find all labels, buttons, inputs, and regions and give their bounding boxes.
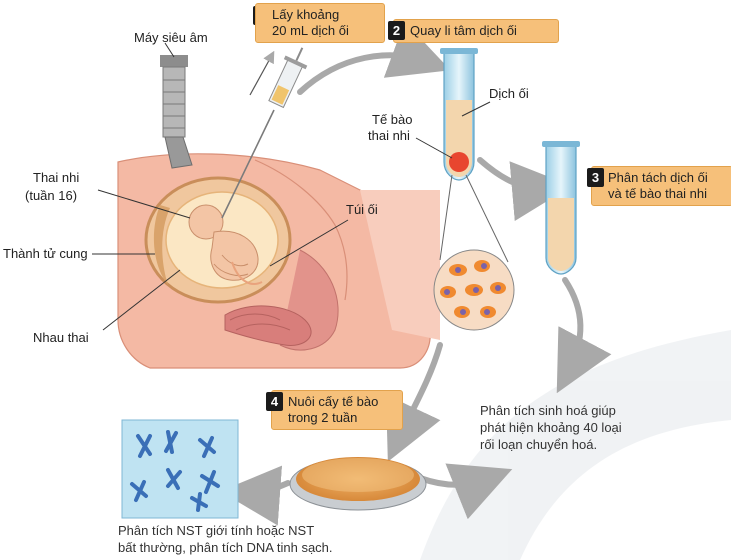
step-3-box: Phân tách dịch ối và tế bào thai nhi [591, 166, 731, 206]
step-2-number: 2 [388, 21, 405, 40]
step-1-line2: 20 mL dịch ối [272, 23, 349, 38]
step-1-box: Lấy khoảng 20 mL dịch ối [255, 3, 385, 43]
biochem-note-line1: Phân tích sinh hoá giúp [480, 403, 616, 418]
step-3-line1: Phân tách dịch ối [608, 170, 708, 185]
uterus-wall-label: Thành tử cung [3, 246, 88, 261]
placenta-label: Nhau thai [33, 330, 89, 345]
fetus-label-line1: Thai nhi [33, 170, 80, 185]
karyotype-panel [121, 419, 239, 519]
biochem-analysis-note: Phân tích sinh hoá giúp phát hiện khoảng… [480, 402, 622, 453]
chromosome-note-line2: bất thường, phân tích DNA tinh sạch. [118, 540, 333, 555]
chromosome-note-line1: Phân tích NST giới tính hoặc NST [118, 523, 315, 538]
step-2-line1: Quay li tâm dịch ối [410, 23, 517, 38]
biochem-note-line3: rối loạn chuyển hoá. [480, 437, 598, 452]
magnified-fetal-cells [433, 174, 515, 331]
fetus-label-line2: (tuần 16) [25, 188, 78, 203]
separated-tube [542, 141, 580, 275]
fetal-cell-cluster [440, 260, 506, 318]
step-3-number: 3 [587, 168, 604, 187]
step-1-line1: Lấy khoảng [272, 7, 340, 22]
amniotic-sac-label: Túi ối [346, 202, 378, 217]
step-4-line2: trong 2 tuần [288, 410, 358, 425]
fetal-cells-label-line1: Tế bào [372, 112, 413, 127]
step-2-box: Quay li tâm dịch ối [393, 19, 559, 43]
biochem-note-line2: phát hiện khoảng 40 loại [480, 420, 622, 435]
ultrasound-probe [160, 55, 193, 169]
fetus [188, 204, 263, 285]
fetal-cells-label-line2: thai nhi [368, 128, 410, 143]
step-3-line2: và tế bào thai nhi [608, 186, 708, 201]
centrifuge-tube [440, 48, 478, 181]
chromosome-analysis-note: Phân tích NST giới tính hoặc NST bất thư… [118, 522, 333, 556]
label-pointers [92, 42, 491, 331]
petri-dish [289, 457, 427, 511]
step-4-box: Nuôi cấy tế bào trong 2 tuần [271, 390, 403, 430]
process-arrows [220, 21, 612, 526]
ultrasound-label: Máy siêu âm [134, 30, 208, 45]
step-4-line1: Nuôi cấy tế bào [288, 394, 379, 409]
step-4-number: 4 [266, 392, 283, 411]
syringe-needle [221, 47, 308, 219]
amniotic-fluid-label: Dịch ối [489, 86, 529, 101]
